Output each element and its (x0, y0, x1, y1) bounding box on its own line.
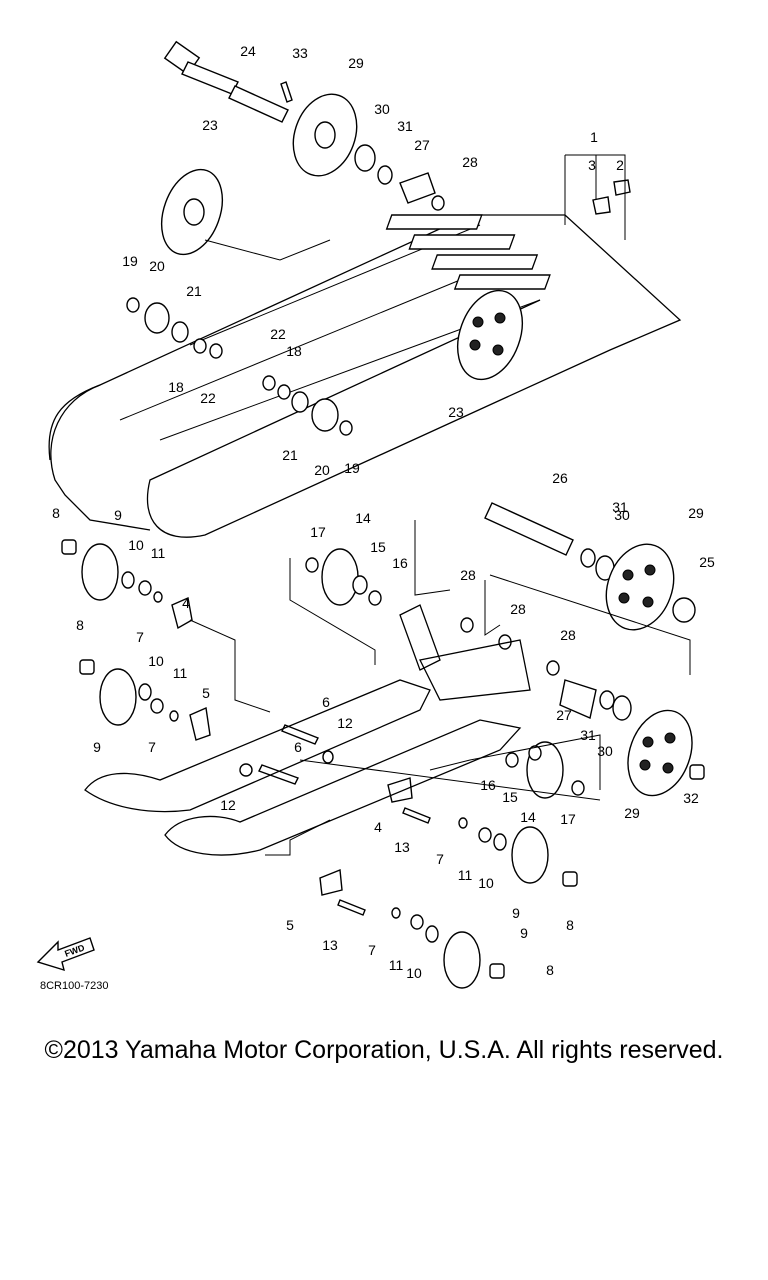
callout-8: 8 (546, 962, 554, 978)
callout-27: 27 (556, 707, 572, 723)
top-bearings (354, 144, 445, 211)
left-bearings (126, 297, 353, 436)
figure-code: 8CR100-7230 (40, 980, 109, 992)
callout-4: 4 (182, 595, 190, 611)
callout-17: 17 (560, 811, 576, 827)
callout-7: 7 (148, 739, 156, 755)
callout-7: 7 (436, 851, 444, 867)
callout-31: 31 (397, 118, 413, 134)
callout-11: 11 (173, 665, 188, 681)
fwd-arrow-icon: FWD (36, 937, 95, 972)
callout-10: 10 (406, 965, 422, 981)
callout-4: 4 (374, 819, 382, 835)
callout-13: 13 (394, 839, 410, 855)
callout-10: 10 (478, 875, 494, 891)
callout-19: 19 (344, 460, 360, 476)
callout-31: 31 (612, 499, 628, 515)
callout-12: 12 (220, 797, 236, 813)
callout-30: 30 (614, 507, 630, 523)
small-hardware (61, 539, 705, 979)
callout-10: 10 (128, 537, 144, 553)
callout-21: 21 (186, 283, 202, 299)
callout-19: 19 (122, 253, 138, 269)
part-callouts: 1234455667777888899991010101011111111121… (52, 43, 715, 981)
callout-14: 14 (520, 809, 536, 825)
brackets (171, 597, 413, 896)
callout-29: 29 (688, 505, 704, 521)
callout-12: 12 (337, 715, 353, 731)
callout-8: 8 (76, 617, 84, 633)
callout-28: 28 (462, 154, 478, 170)
callout-15: 15 (370, 539, 386, 555)
callout-11: 11 (458, 867, 473, 883)
callout-24: 24 (240, 43, 256, 59)
callout-9: 9 (520, 925, 528, 941)
callout-20: 20 (149, 258, 165, 274)
callout-28: 28 (560, 627, 576, 643)
track-clips (385, 179, 631, 290)
callout-16: 16 (392, 555, 408, 571)
callout-17: 17 (310, 524, 326, 540)
callout-15: 15 (502, 789, 518, 805)
callout-27: 27 (414, 137, 430, 153)
callout-6: 6 (322, 694, 330, 710)
callout-10: 10 (148, 653, 164, 669)
callout-9: 9 (114, 507, 122, 523)
right-wheel-group (484, 502, 696, 631)
callout-16: 16 (480, 777, 496, 793)
callout-9: 9 (93, 739, 101, 755)
callout-28: 28 (510, 601, 526, 617)
copyright-notice: ©2013 Yamaha Motor Corporation, U.S.A. A… (44, 1036, 724, 1064)
callout-28: 28 (460, 567, 476, 583)
idler-wheel-29-top (292, 93, 358, 177)
callout-8: 8 (52, 505, 60, 521)
exploded-parts-diagram: FWD 123445566777788889999101010101111111… (36, 40, 715, 989)
callout-11: 11 (151, 545, 166, 561)
callout-11: 11 (389, 957, 404, 973)
callout-18: 18 (168, 379, 184, 395)
callout-23: 23 (448, 404, 464, 420)
callout-1: 1 (590, 129, 598, 145)
callout-23: 23 (202, 117, 218, 133)
track-belt (48, 214, 682, 538)
callout-8: 8 (566, 917, 574, 933)
callout-25: 25 (699, 554, 715, 570)
callout-26: 26 (552, 470, 568, 486)
callout-14: 14 (355, 510, 371, 526)
callout-7: 7 (136, 629, 144, 645)
callout-9: 9 (512, 905, 520, 921)
callout-18: 18 (286, 343, 302, 359)
skid-frame (84, 520, 691, 856)
callout-21: 21 (282, 447, 298, 463)
idler-wheel-23-top (160, 168, 224, 256)
callout-29: 29 (348, 55, 364, 71)
callout-32: 32 (683, 790, 699, 806)
callout-13: 13 (322, 937, 338, 953)
callout-7: 7 (368, 942, 376, 958)
callout-29: 29 (624, 805, 640, 821)
callout-5: 5 (202, 685, 210, 701)
bolts (258, 724, 431, 916)
callout-20: 20 (314, 462, 330, 478)
callout-5: 5 (286, 917, 294, 933)
callout-30: 30 (597, 743, 613, 759)
leader-lines (204, 154, 626, 261)
rear-axle (163, 40, 293, 123)
callout-31: 31 (580, 727, 596, 743)
callout-22: 22 (270, 326, 286, 342)
callout-6: 6 (294, 739, 302, 755)
callout-30: 30 (374, 101, 390, 117)
callout-22: 22 (200, 390, 216, 406)
idler-wheel-23-mid (457, 289, 523, 381)
callout-2: 2 (616, 157, 624, 173)
callout-33: 33 (292, 45, 308, 61)
callout-3: 3 (588, 157, 596, 173)
